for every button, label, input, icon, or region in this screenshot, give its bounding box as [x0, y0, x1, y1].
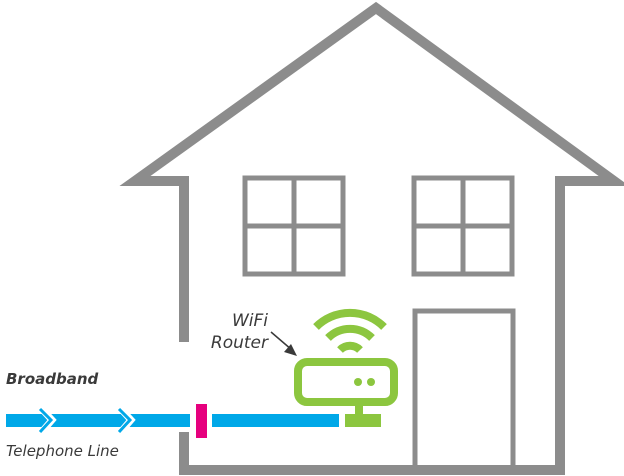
house — [119, 1, 624, 475]
telephone-line — [6, 404, 339, 437]
broadband-label: Broadband — [6, 370, 99, 388]
chevron-arrow-icon — [38, 407, 54, 434]
router-label: WiFi Router — [204, 310, 268, 354]
door — [412, 308, 516, 473]
chevron-arrow-icon — [117, 407, 133, 434]
router-icon — [294, 358, 398, 427]
window-left — [242, 175, 346, 277]
house-roof — [119, 1, 624, 475]
router-label-line1: WiFi — [231, 311, 268, 331]
phone-socket-icon — [196, 404, 207, 438]
router-label-line2: Router — [210, 333, 268, 353]
wifi-signal-icon — [313, 308, 387, 354]
router-pointer-arrow — [270, 331, 297, 356]
telephone-line-label: Telephone Line — [6, 442, 119, 460]
window-right — [411, 175, 515, 277]
